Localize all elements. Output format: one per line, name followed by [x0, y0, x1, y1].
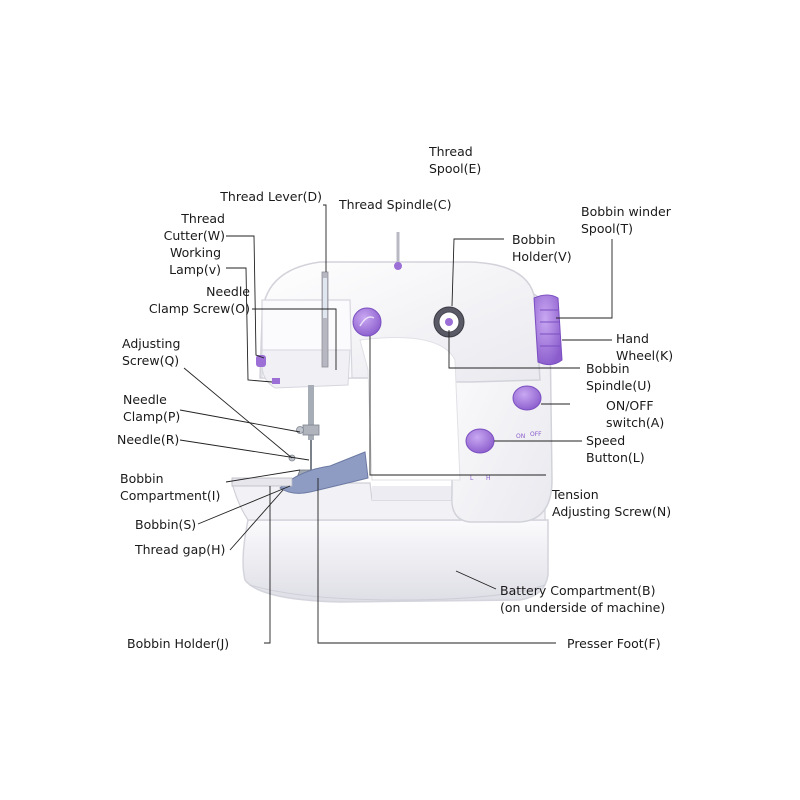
thread-cutter	[272, 378, 280, 384]
leader-working-lamp	[226, 267, 273, 383]
leader-lines	[179, 204, 613, 644]
speed-button	[465, 428, 495, 454]
leader-needle-clamp-screw	[252, 308, 337, 370]
on-off-switch	[512, 385, 542, 411]
arm-throat	[359, 337, 461, 481]
needle-clamp	[302, 424, 320, 436]
leader-bobbin-s	[197, 485, 291, 525]
label-bobbin-s: Bobbin(S)	[135, 517, 197, 532]
needle-clamp-screw	[296, 426, 304, 434]
base-shadow	[249, 584, 546, 601]
thread-lever	[321, 271, 329, 368]
machine-base	[242, 519, 549, 603]
needle-bar	[308, 385, 314, 440]
switch-mark-on: ON	[516, 433, 525, 440]
label-thread-gap: Thread gap(H)	[135, 542, 226, 557]
bobbin-compartment	[231, 477, 293, 487]
leader-bobbin-compartment	[225, 469, 301, 483]
leader-bobbin-holder-v	[451, 238, 504, 307]
label-presser-foot: Presser Foot(F)	[567, 636, 661, 651]
switch-mark-off: OFF	[530, 431, 542, 438]
leader-bobbin-holder-j	[264, 486, 271, 644]
hand-wheel	[533, 294, 563, 366]
leader-bobbin-winder	[556, 239, 613, 319]
label-bobbin-holder-j: Bobbin Holder(J)	[127, 636, 230, 651]
speed-mark-l: L	[470, 475, 474, 482]
label-battery-compartment: Battery Compartment(B)(on underside of m…	[500, 583, 666, 615]
leader-thread-gap	[229, 489, 284, 551]
fabric	[279, 451, 369, 494]
leader-presser-foot	[317, 478, 556, 644]
leader-adjusting-screw	[183, 367, 293, 459]
leader-thread-cutter	[226, 235, 265, 359]
label-thread-spindle: Thread Spindle(C)	[339, 197, 452, 212]
leader-thread-lever	[323, 204, 327, 272]
speed-mark-h: H	[486, 475, 491, 482]
leader-tension	[369, 336, 546, 476]
leader-needle	[179, 439, 310, 461]
label-needle: Needle(R)	[117, 432, 180, 447]
tension-knob	[352, 307, 382, 337]
label-thread-lever: Thread Lever(D)	[220, 189, 322, 204]
leader-battery	[455, 570, 497, 590]
leader-bobbin-spindle	[448, 330, 580, 369]
bobbin-spindle	[445, 318, 453, 326]
leader-needle-clamp	[179, 409, 301, 433]
